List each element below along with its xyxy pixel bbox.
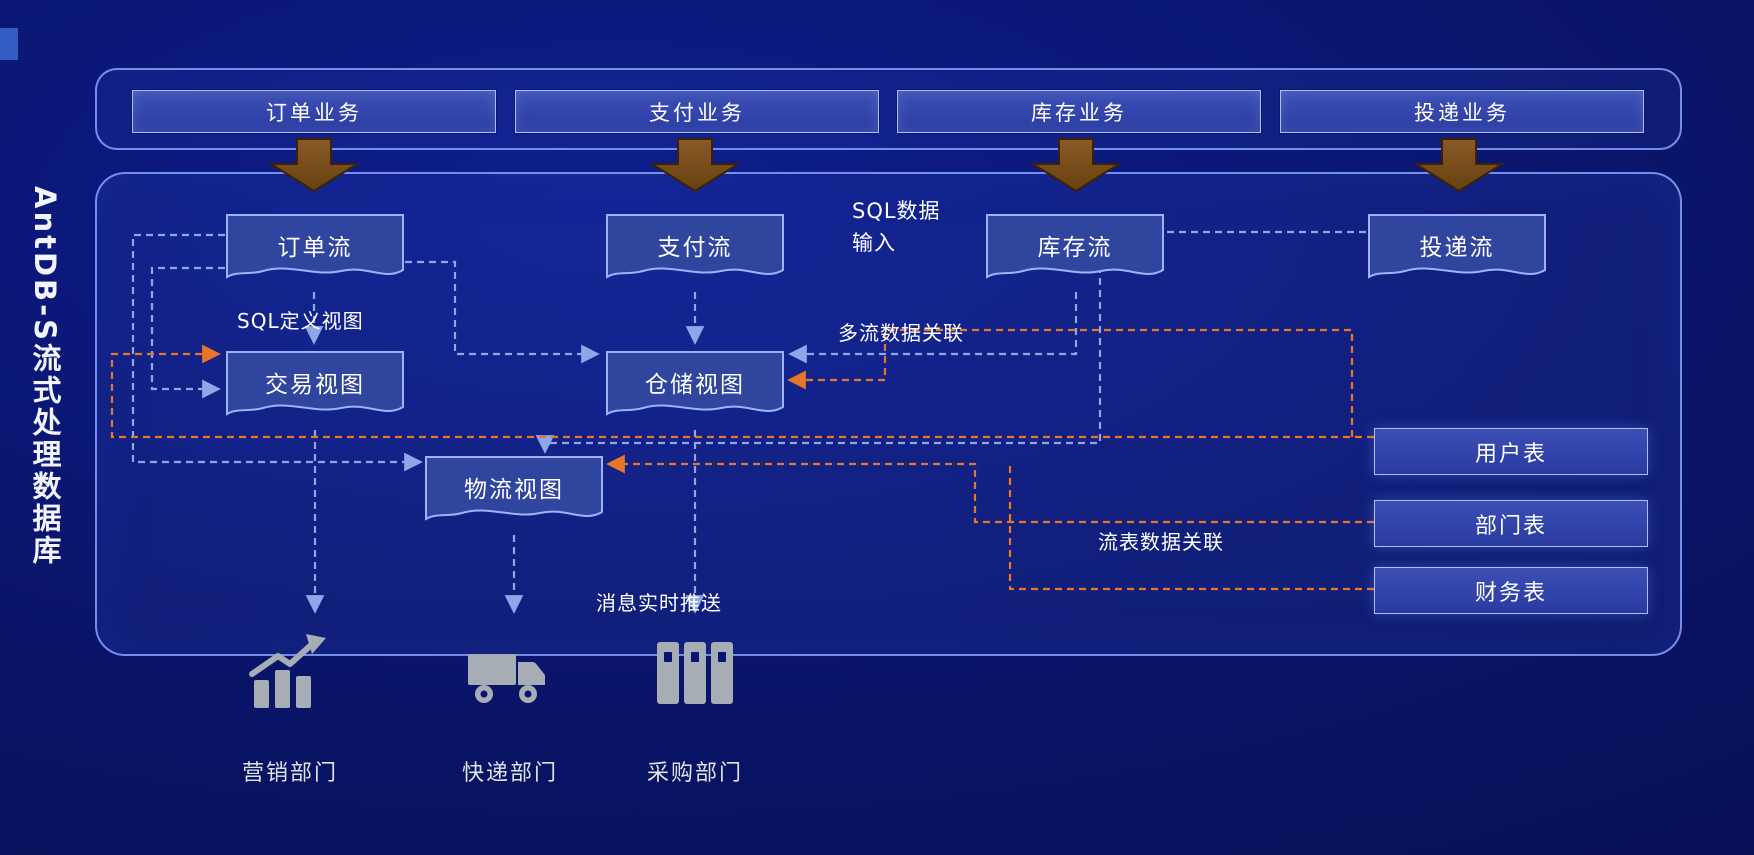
business-box-label: 投递业务 [1414,100,1510,125]
table-node-label: 用户表 [1474,441,1547,467]
view-node-trade: 交易视图 [225,350,405,428]
business-box-inventory: 库存业务 [897,90,1261,133]
document-shape-icon [986,214,1164,279]
view-node-label: 交易视图 [265,372,365,398]
annotation-sql-input: SQL数据输入 [852,199,941,255]
department-label-procurement: 采购部门 [646,761,743,786]
table-node-label: 部门表 [1474,513,1547,539]
view-node-label: 仓储视图 [645,372,745,398]
document-shape-icon [226,351,404,416]
view-node-warehouse: 仓储视图 [605,350,785,428]
table-node-label: 财务表 [1474,580,1547,606]
view-node-label: 物流视图 [464,477,564,503]
truck-icon [468,654,545,703]
diagram-title: AntDB-S流式处理数据库 [28,186,62,568]
annotation-realtime-push: 消息实时推送 [596,591,722,615]
department-label-marketing: 营销部门 [241,761,338,786]
chart-icon [249,634,326,708]
business-box-label: 支付业务 [649,100,745,125]
table-node-department: 部门表 [1374,500,1648,547]
stream-node-label: 订单流 [277,235,353,261]
document-shape-icon [606,214,784,279]
table-node-finance: 财务表 [1374,567,1648,614]
stream-node-order: 订单流 [225,213,405,291]
archive-icon [657,642,733,704]
document-shape-icon [226,214,404,279]
business-box-label: 订单业务 [266,100,362,125]
document-shape-icon [606,351,784,416]
view-node-logistics: 物流视图 [424,455,604,533]
document-shape-icon [425,456,603,521]
business-box-delivery: 投递业务 [1280,90,1644,133]
business-box-label: 库存业务 [1031,100,1127,125]
annotation-stream-table-join: 流表数据关联 [1098,530,1224,554]
document-shape-icon [1368,214,1546,279]
stream-node-inventory: 库存流 [985,213,1165,291]
annotation-multi-stream-join: 多流数据关联 [838,321,964,345]
business-box-payment: 支付业务 [515,90,879,133]
stream-node-payment: 支付流 [605,213,785,291]
corner-accent [0,28,18,60]
stream-node-delivery: 投递流 [1367,213,1547,291]
business-box-order: 订单业务 [132,90,496,133]
department-label-express: 快递部门 [461,761,558,786]
table-node-user: 用户表 [1374,428,1648,475]
stream-node-label: 支付流 [657,235,733,261]
annotation-sql-define-view: SQL定义视图 [237,309,364,333]
stream-node-label: 库存流 [1037,235,1113,261]
stream-node-label: 投递流 [1419,235,1495,261]
